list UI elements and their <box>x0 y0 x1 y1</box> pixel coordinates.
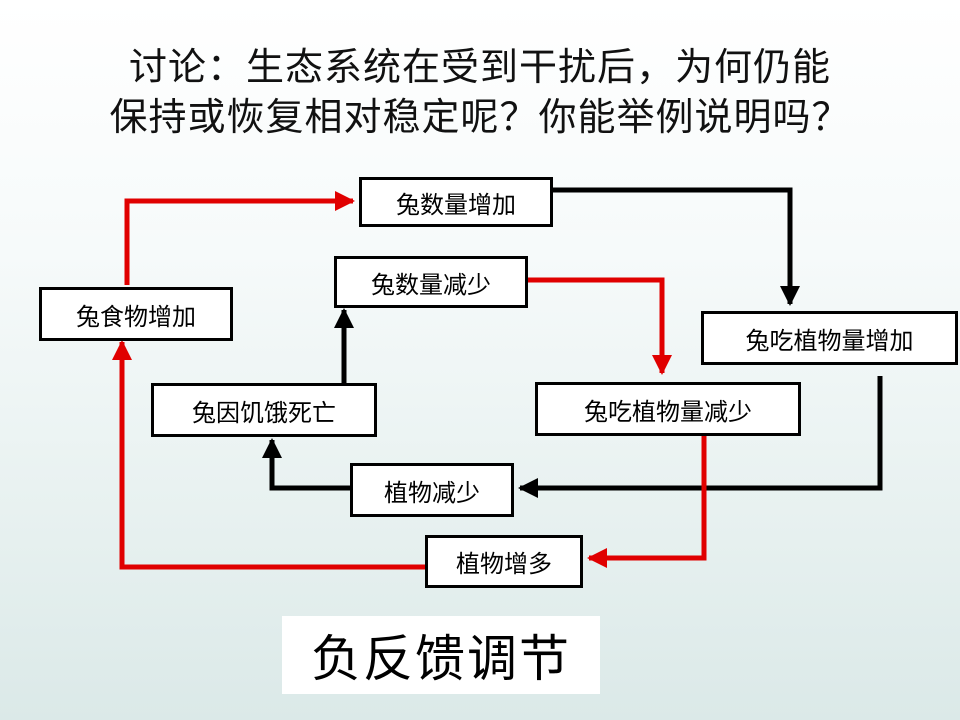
page-title: 讨论：生态系统在受到干扰后，为何仍能 保持或恢复相对稳定呢？你能举例说明吗？ <box>0 42 960 142</box>
arrow-plant-increase-to-food-increase <box>112 340 425 570</box>
caption-negative-feedback: 负反馈调节 <box>282 616 600 694</box>
arrow-eat-decrease-to-plant-increase <box>587 436 707 568</box>
title-line-2: 保持或恢复相对稳定呢？你能举例说明吗？ <box>109 95 851 139</box>
node-plant-increase: 植物增多 <box>425 535 583 588</box>
node-plant-decrease: 植物减少 <box>350 463 514 517</box>
node-label: 植物减少 <box>384 478 480 507</box>
node-rabbit-decrease: 兔数量减少 <box>334 256 528 308</box>
node-label: 兔数量增加 <box>396 190 516 219</box>
node-label: 兔数量减少 <box>371 270 491 299</box>
arrow-rabbit-decrease-to-eat-decrease <box>527 277 672 375</box>
arrow-plant-decrease-to-starve <box>262 438 352 491</box>
node-label: 兔食物增加 <box>76 302 196 331</box>
arrow-rabbit-increase-to-eat-increase <box>553 187 800 306</box>
node-label: 兔吃植物量增加 <box>745 326 914 355</box>
arrow-food-increase-to-rabbit-increase <box>124 191 355 285</box>
node-label: 兔因饥饿死亡 <box>192 398 336 427</box>
node-rabbit-starve: 兔因饥饿死亡 <box>151 383 377 437</box>
node-rabbit-eat-plant-decrease: 兔吃植物量减少 <box>535 382 801 436</box>
title-line-1: 讨论：生态系统在受到干扰后，为何仍能 <box>128 45 831 89</box>
node-label: 植物增多 <box>456 550 552 578</box>
arrow-eat-increase-to-plant-decrease <box>518 376 883 498</box>
node-label: 兔吃植物量减少 <box>584 397 752 426</box>
node-rabbit-food-increase: 兔食物增加 <box>39 287 233 341</box>
node-rabbit-increase: 兔数量增加 <box>359 177 553 227</box>
node-rabbit-eat-plant-increase: 兔吃植物量增加 <box>701 311 958 365</box>
